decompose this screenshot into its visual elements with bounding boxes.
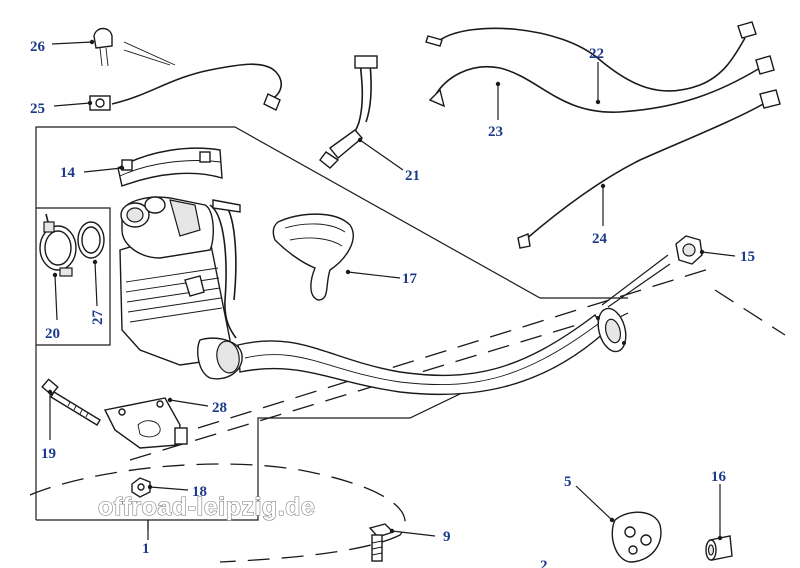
temperature-sensor-harness-upper — [425, 21, 757, 92]
temperature-sensor-harness-middle — [428, 55, 775, 113]
callout-18: 18 — [192, 484, 207, 500]
callout-1: 1 — [142, 541, 150, 557]
front-pipe — [237, 307, 627, 396]
gasket — [77, 221, 105, 259]
callout-2: 2 — [540, 558, 548, 568]
callout-24: 24 — [592, 231, 608, 247]
callout-15: 15 — [740, 249, 755, 265]
callout-27: 27 — [90, 310, 106, 326]
callout-23: 23 — [488, 124, 503, 140]
pipe-outlet-flange — [596, 307, 627, 353]
wire-clip — [93, 27, 176, 67]
mounting-bracket — [103, 397, 188, 449]
callout-22: 22 — [589, 46, 604, 62]
temperature-sensor-harness-lower — [517, 89, 781, 249]
callout-25: 25 — [30, 101, 45, 117]
callout-19: 19 — [41, 446, 56, 462]
watermark-text: offroad-leipzig.de — [98, 493, 315, 521]
nut-small — [131, 477, 151, 498]
callout-9: 9 — [443, 529, 451, 545]
callout-16: 16 — [711, 469, 727, 485]
pipe-clamp — [39, 213, 77, 277]
rubber-mount — [611, 511, 662, 563]
callout-labels: 1 2 5 9 14 15 16 17 18 19 20 21 22 23 24… — [30, 39, 755, 568]
callout-17: 17 — [402, 271, 418, 287]
sub-frame-clamp — [36, 207, 111, 346]
callout-20: 20 — [45, 326, 60, 342]
leader-lines — [49, 41, 736, 540]
bolt-long — [41, 378, 101, 426]
callout-26: 26 — [30, 39, 46, 55]
oxygen-sensor — [89, 63, 283, 111]
callout-5: 5 — [564, 474, 572, 490]
flange-nut — [675, 235, 703, 265]
callout-14: 14 — [60, 165, 76, 181]
bolt-short — [368, 523, 395, 562]
catalytic-converter — [119, 196, 243, 380]
heat-shield — [272, 213, 354, 301]
heat-shield-clip — [117, 147, 223, 187]
callout-28: 28 — [212, 400, 227, 416]
pressure-sensor — [319, 55, 378, 169]
leader-dots — [47, 39, 723, 541]
callout-21: 21 — [405, 168, 420, 184]
grommet — [705, 535, 733, 561]
